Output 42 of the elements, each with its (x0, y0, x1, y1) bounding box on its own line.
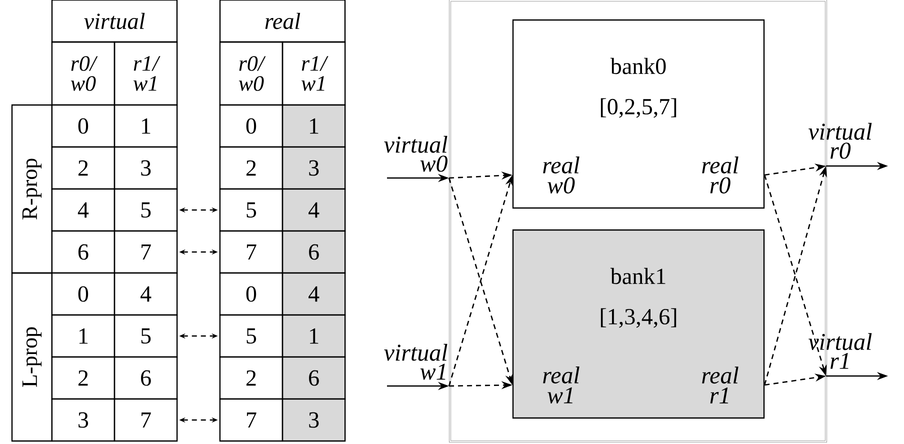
node-label: 7 (142, 244, 151, 260)
header-cell: real (219, 0, 346, 43)
table-row: 0 1 (219, 104, 346, 148)
table-row: 2 3 (51, 146, 178, 190)
signal-label: virtual r1 (808, 333, 872, 369)
table-row: 1 5 (51, 314, 178, 358)
node-label: 2 (246, 160, 256, 176)
port-label: real w1 (543, 366, 580, 404)
node-label: 7 (142, 412, 151, 428)
table-row: 0 1 (51, 104, 178, 148)
node-label: 3 (141, 160, 151, 176)
table-row: 7 6 (219, 230, 346, 274)
header-cell: virtual (51, 0, 178, 43)
node-label: 5 (141, 328, 151, 344)
signal-label: virtual w1 (384, 344, 448, 380)
signal-label: virtual w0 (384, 136, 448, 172)
node-label: 6 (141, 370, 151, 386)
table-row: 7 3 (219, 398, 346, 442)
port-label: real w0 (543, 156, 580, 194)
node-label: 7 (246, 412, 256, 428)
node-label: 7 (246, 244, 256, 260)
node-label: 4 (140, 286, 152, 302)
node-label: 2 (246, 370, 256, 386)
table-row: 6 7 (51, 230, 178, 274)
table-row: 3 7 (51, 398, 178, 442)
port-label: real r1 (702, 366, 738, 404)
node-label: 1 (142, 118, 150, 134)
port-label: real r0 (702, 156, 738, 194)
node-label: 0 (246, 286, 256, 302)
table-row: 5 1 (219, 314, 346, 358)
node-label: 5 (246, 328, 256, 344)
table-row: 4 5 (51, 188, 178, 232)
table-row: 2 3 (219, 146, 346, 190)
node-label: 5 (141, 202, 151, 218)
table-row: 0 4 (51, 272, 178, 316)
table-row: 2 6 (51, 356, 178, 400)
table-row: 0 4 (219, 272, 346, 316)
node-label: 0 (246, 118, 256, 134)
table-row: 5 4 (219, 188, 346, 232)
signal-label: virtual r0 (808, 122, 872, 159)
node-label: 5 (246, 202, 256, 218)
table-row: 2 6 (219, 356, 346, 400)
